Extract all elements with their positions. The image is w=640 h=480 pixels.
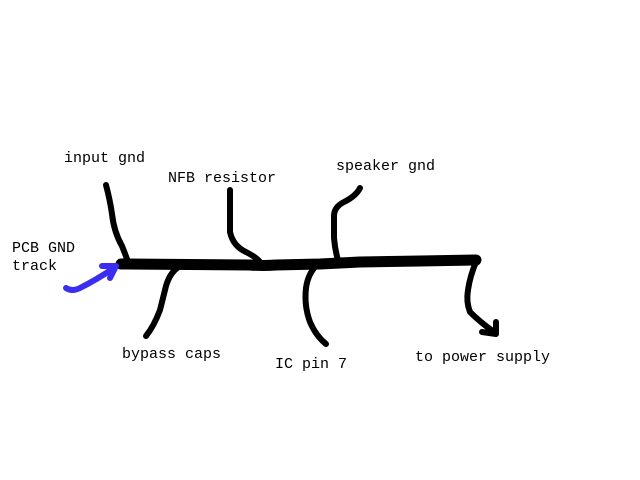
bypass-caps-wire xyxy=(143,263,183,339)
input-gnd-wire xyxy=(103,182,131,265)
ic-pin-7-wire xyxy=(302,263,329,347)
power-supply-arrowhead xyxy=(479,319,499,337)
pcb-track-pointer-arrow xyxy=(63,265,117,293)
nfb-resistor-wire xyxy=(227,187,263,265)
speaker-gnd-wire xyxy=(331,185,363,263)
power-supply-wire xyxy=(464,259,497,335)
to-power-supply-label: to power supply xyxy=(415,349,551,366)
speaker-gnd-label: speaker gnd xyxy=(336,158,436,175)
nfb-resistor-label: NFB resistor xyxy=(168,170,277,187)
ic-pin-7-label: IC pin 7 xyxy=(275,356,348,373)
input-gnd-label: input gnd xyxy=(64,150,146,167)
pcb-gnd-track-label: PCB GND track xyxy=(12,240,76,275)
main-ground-bus xyxy=(115,254,482,271)
pcb-track-pointer-arrowhead xyxy=(99,263,119,281)
bypass-caps-label: bypass caps xyxy=(122,346,222,363)
